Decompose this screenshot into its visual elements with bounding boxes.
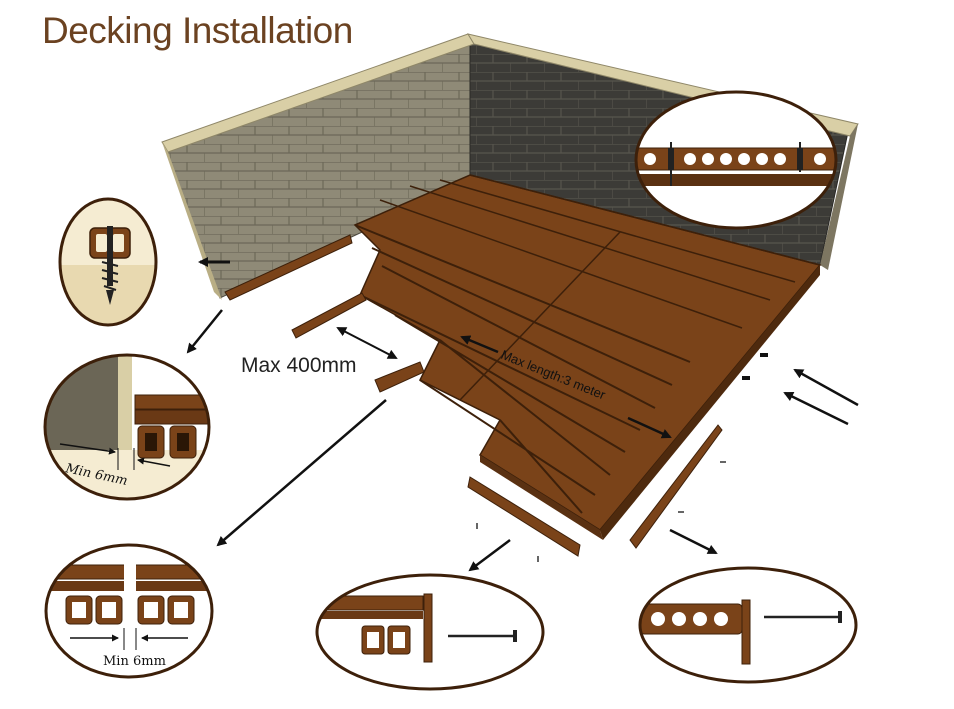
pointer-arrows xyxy=(186,257,859,572)
max-length-arrow-left xyxy=(460,335,499,354)
detail-side-cover-fixing xyxy=(638,566,858,684)
max-spacing-label: Max 400mm xyxy=(241,354,357,377)
detail-end-cover-fixing xyxy=(315,573,545,691)
detail-board-gap: Min 6mm xyxy=(44,543,214,679)
max-length-arrow-right xyxy=(627,416,672,439)
min-gap-boards-label: Min 6mm xyxy=(103,654,166,669)
page-title: Decking Installation xyxy=(42,10,353,51)
deck-boards xyxy=(224,174,822,557)
detail-board-clips xyxy=(634,90,838,230)
detail-clip-screw xyxy=(58,197,158,327)
max-spacing-arrow xyxy=(336,327,398,359)
detail-wall-gap: Min 6mm xyxy=(43,353,211,501)
